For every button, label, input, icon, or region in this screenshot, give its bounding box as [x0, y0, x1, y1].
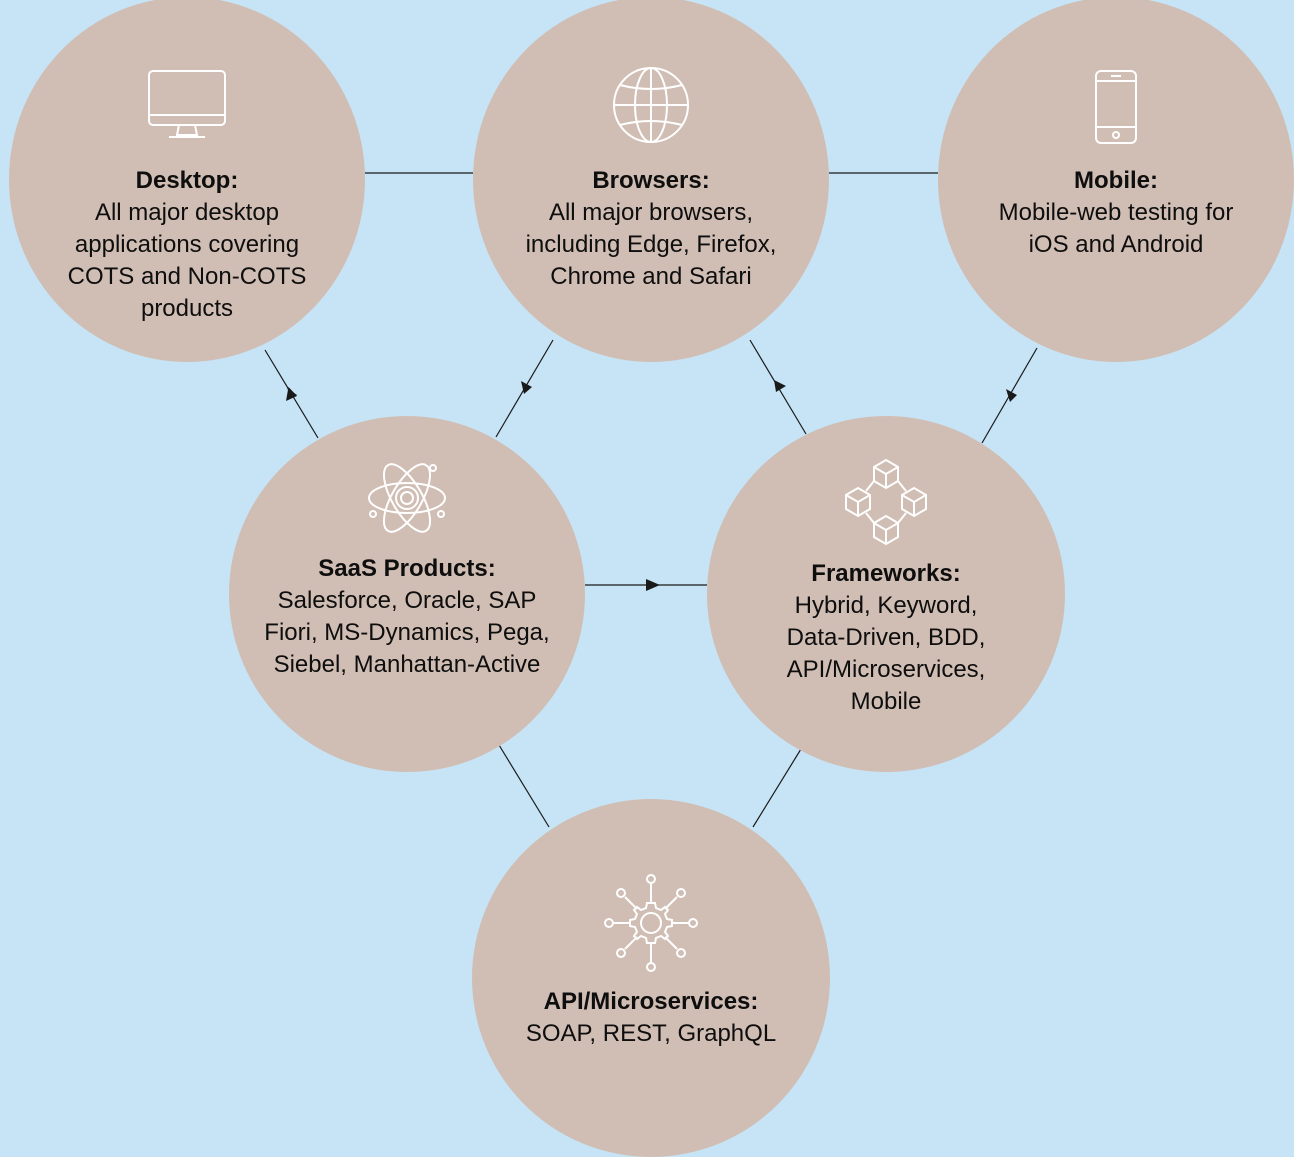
edge-frameworks-api: [752, 748, 802, 828]
node-saas: SaaS Products: Salesforce, Oracle, SAP F…: [229, 416, 585, 772]
node-api: API/Microservices: SOAP, REST, GraphQL: [472, 799, 830, 1157]
connected-cubes-icon: [845, 458, 927, 546]
node-title: API/Microservices:: [543, 988, 759, 1015]
node-description: Mobile-web testing for iOS and Android: [998, 199, 1234, 258]
globe-icon: [613, 67, 689, 143]
node-description: Salesforce, Oracle, SAP Fiori, MS-Dynami…: [264, 587, 550, 678]
atom-icon: [368, 463, 446, 533]
arrowhead-toward-browsers: [774, 380, 786, 392]
gear-network-icon: [604, 874, 698, 972]
node-frameworks: Frameworks: Hybrid, Keyword, Data-Driven…: [707, 416, 1065, 772]
node-mobile: Mobile: Mobile-web testing for iOS and A…: [938, 0, 1294, 362]
smartphone-icon: [1095, 70, 1137, 144]
node-desktop: Desktop: All major desktop applications …: [9, 0, 365, 362]
node-title: Mobile:: [1074, 167, 1158, 194]
node-title: Frameworks:: [811, 560, 961, 587]
node-description: All major desktop applications covering …: [67, 199, 307, 322]
desktop-monitor-icon: [148, 70, 226, 138]
node-description: Hybrid, Keyword, Data-Driven, BDD, API/M…: [786, 592, 986, 715]
node-description: SOAP, REST, GraphQL: [525, 1020, 777, 1047]
node-title: Browsers:: [592, 167, 710, 194]
node-browsers: Browsers: All major browsers, including …: [473, 0, 829, 362]
node-title: SaaS Products:: [318, 555, 496, 582]
edge-saas-api: [498, 744, 550, 828]
node-title: Desktop:: [135, 167, 239, 194]
arrowhead-toward-frameworks-from-mobile: [1006, 389, 1017, 402]
arrowhead-toward-desktop-solid: [286, 387, 297, 401]
arrowhead-toward-saas: [521, 381, 532, 394]
node-description: All major browsers, including Edge, Fire…: [525, 199, 777, 290]
arrowhead-toward-frameworks-from-saas: [646, 579, 660, 591]
